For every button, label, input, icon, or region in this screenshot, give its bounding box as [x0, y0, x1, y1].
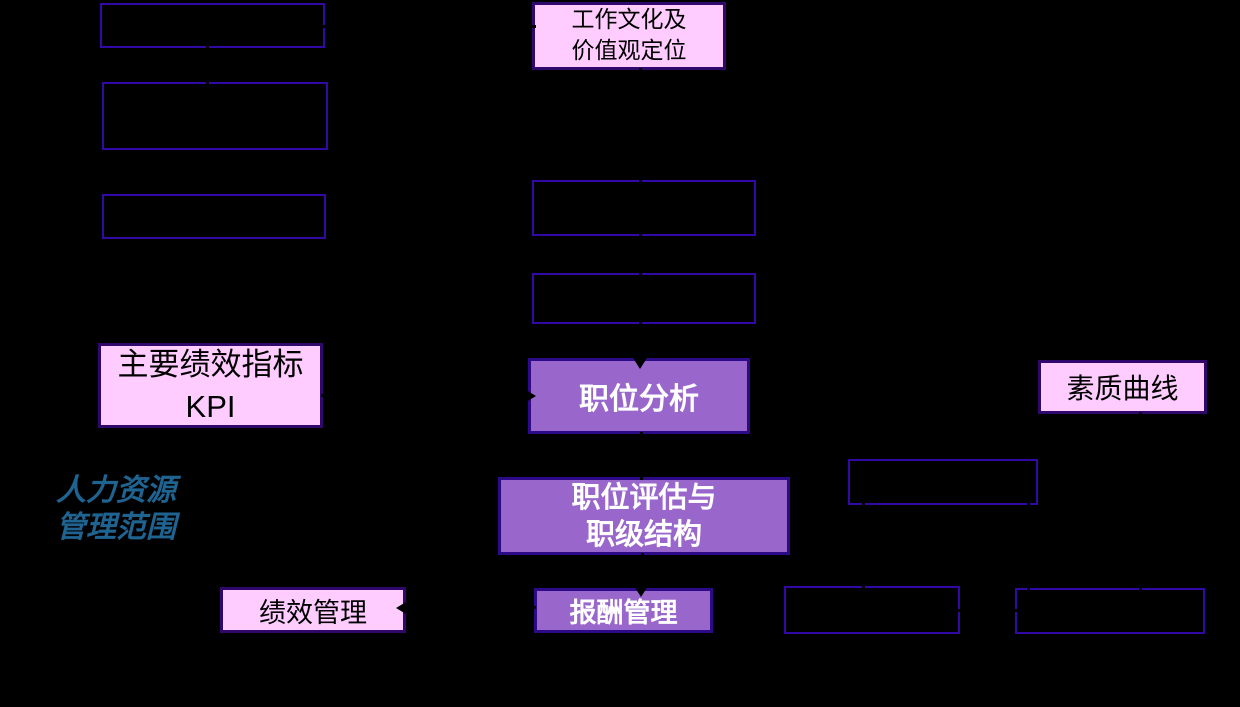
arrow-down-icon-compensation — [634, 586, 648, 597]
node-compensation-mgmt: 报酬管理 — [534, 588, 713, 633]
connector-right-bottom2 — [1027, 503, 1030, 591]
node-job-evaluation: 职位评估与 职级结构 — [498, 477, 790, 555]
connector-curve-bottom2 — [1139, 412, 1142, 591]
node-job-analysis: 职位分析 — [528, 358, 750, 434]
arrow-down-icon-jobanalysis — [633, 358, 647, 369]
connector-middle2-jobanalysis — [639, 322, 642, 364]
annotation-line: 人力资源 — [56, 473, 176, 508]
hr-scope-annotation: 人力资源 管理范围 — [56, 472, 236, 546]
arrow-left-icon-performance — [396, 602, 406, 614]
empty-box-top-left-1 — [100, 3, 325, 48]
node-label: 职级结构 — [585, 517, 702, 551]
connector-jobevaluation-compensation — [641, 553, 644, 591]
node-label: 职位分析 — [579, 382, 699, 417]
empty-box-top-left-2 — [102, 82, 328, 150]
connector-compensation-performance — [402, 606, 536, 609]
node-label: 职位评估与 — [571, 480, 717, 514]
annotation-line: 管理范围 — [56, 510, 176, 545]
connector-middle1-middle2 — [639, 234, 642, 277]
node-performance-mgmt: 绩效管理 — [220, 587, 406, 633]
connector-right-bottom1 — [862, 503, 865, 589]
node-label: 工作文化及 — [571, 7, 687, 33]
node-label: 绩效管理 — [259, 597, 367, 629]
empty-box-left-3 — [102, 194, 326, 239]
node-work-culture: 工作文化及 价值观定位 — [532, 2, 726, 70]
arrow-right-icon-jobanalysis — [526, 390, 536, 402]
node-label: KPI — [185, 388, 236, 424]
node-label: 价值观定位 — [571, 38, 687, 64]
empty-box-middle-1 — [532, 180, 756, 236]
connector-topleft1-workculture — [323, 25, 536, 28]
empty-box-bottom-1 — [784, 586, 960, 634]
empty-box-middle-2 — [532, 273, 756, 324]
empty-box-bottom-2 — [1015, 588, 1205, 634]
node-kpi: 主要绩效指标 KPI — [98, 343, 323, 428]
connector-bottom1-bottom2 — [958, 609, 1018, 612]
connector-topleft1-topleft2 — [206, 43, 209, 86]
node-label: 报酬管理 — [569, 598, 678, 629]
empty-box-right — [848, 459, 1038, 505]
connector-kpi-jobanalysis — [321, 394, 528, 397]
connector-jobanalysis-jobevaluation — [640, 432, 643, 480]
node-competency-curve: 素质曲线 — [1038, 360, 1207, 414]
node-label: 素质曲线 — [1066, 372, 1179, 405]
node-label: 主要绩效指标 — [117, 346, 304, 383]
connector-workculture-middle1 — [639, 68, 642, 184]
